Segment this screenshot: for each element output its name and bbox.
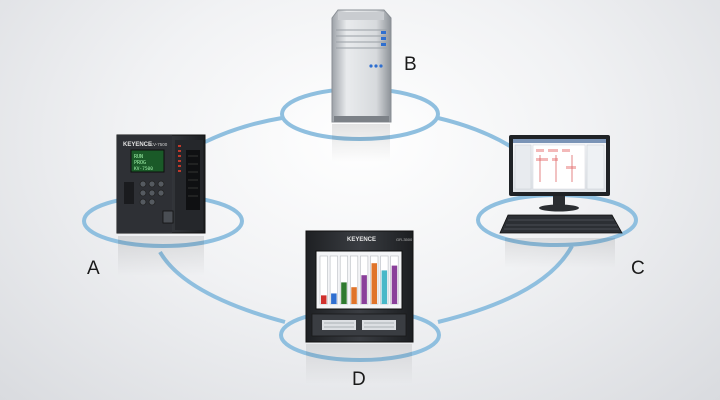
plc-screen-line-3: KV-7500 [134, 166, 153, 172]
server-device [331, 9, 392, 162]
keyboard [499, 214, 623, 234]
plc-model: KV-7500 [150, 142, 168, 147]
plc-screen-line-1: RUN [134, 154, 143, 160]
recorder-brand: KEYENCE [347, 237, 376, 243]
plc-brand: KEYENCE [123, 142, 152, 148]
computer-device [499, 135, 623, 268]
plc-device: KEYENCE KV-7500 RUN PROG KV-7500 [116, 134, 206, 276]
recorder-bar [341, 282, 347, 304]
recorder-bar [351, 287, 357, 304]
node-label-c: C [631, 258, 645, 279]
recorder-bar [391, 265, 398, 304]
node-label-d: D [352, 369, 366, 390]
recorder-bar-group [319, 255, 399, 305]
node-label-b: B [404, 54, 417, 75]
recorder-screen [315, 250, 403, 310]
recorder-bar [331, 293, 337, 304]
recorder-bar [321, 295, 327, 304]
recorder-device: KEYENCE GR-3500 [305, 230, 414, 384]
recorder-bar [371, 263, 377, 304]
recorder-bar [361, 275, 367, 304]
plc-screen-line-2: PROG [134, 160, 146, 166]
recorder-bar [381, 270, 388, 304]
plc-display [130, 149, 165, 173]
node-label-a: A [87, 258, 100, 279]
recorder-model: GR-3500 [396, 237, 413, 242]
plc-keypad [139, 180, 165, 206]
